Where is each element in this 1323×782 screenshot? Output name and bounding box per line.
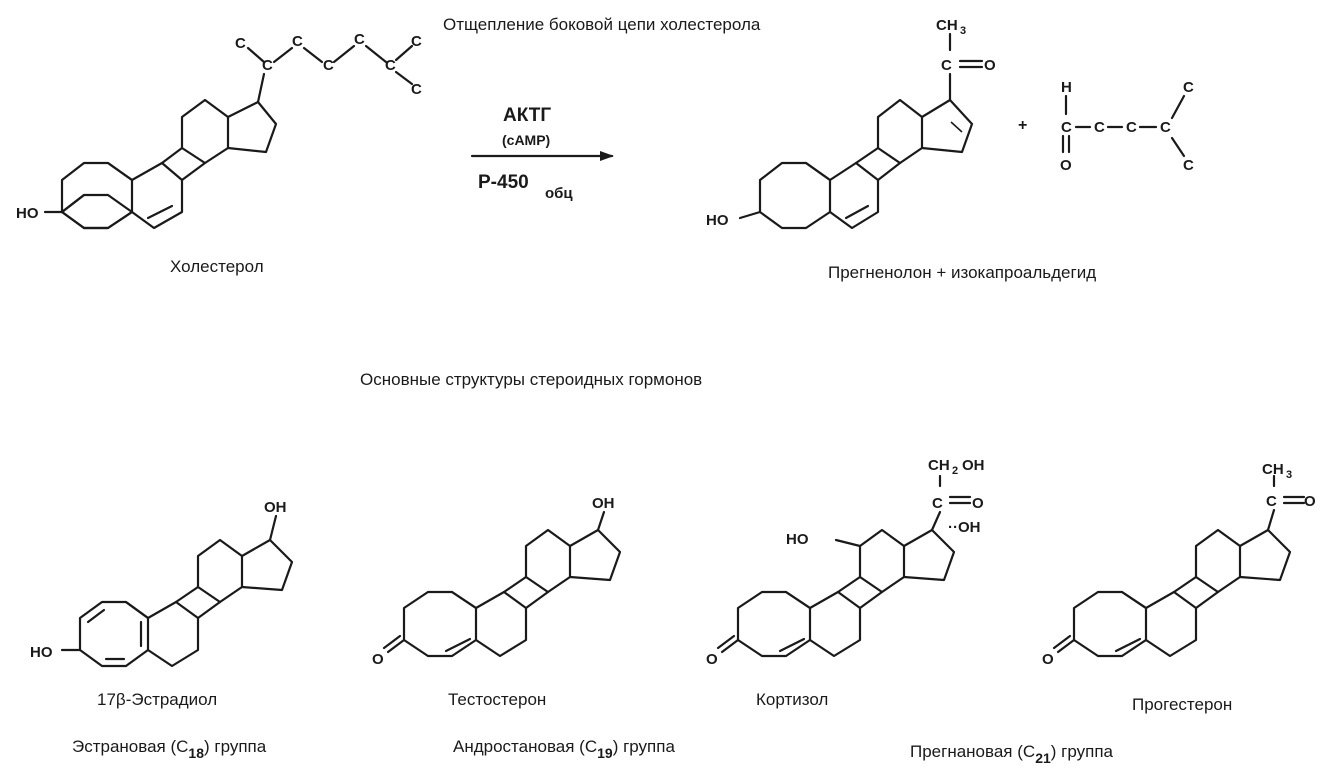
group-estrane: Эстрановая (C18) группа [72,737,267,761]
pregnenolone-structure: HO C O CH 3 [706,17,996,230]
atom-c: C [411,33,422,50]
group-androstane: Андростановая (C19) группа [453,737,675,761]
atom-c: C [1094,119,1105,136]
catalyst-actg: АКТГ [503,105,551,126]
group-pregnane-suffix: ) группа [1051,742,1114,761]
cortisol-ch2-sub: 2 [952,465,958,477]
reaction-arrow: АКТГ (cAMP) Р-450 обц [470,105,614,202]
group-androstane-suffix: ) группа [613,737,676,756]
cortisol-structure: O HO C O ··OH CH 2 OH [706,457,985,668]
atom-o: O [1304,493,1316,510]
atom-c: C [235,35,246,52]
testosterone-o: O [372,651,384,668]
hormone-estradiol: 17β-Эстрадиол [97,690,217,709]
atom-ch3: CH [936,17,958,34]
catalyst-camp: (cAMP) [502,132,550,148]
progesterone-ch3-sub: 3 [1286,469,1292,481]
progesterone-ch3: CH [1262,461,1284,478]
group-pregnane: Прегнановая (C21) группа [910,742,1114,766]
estradiol-structure: HO OH [30,499,294,668]
atom-c: C [1266,493,1277,510]
cortisol-alpha-oh: ··OH [948,519,981,536]
estradiol-ho: HO [30,644,53,661]
atom-c: C [262,57,273,74]
hormone-testosterone: Тестостерон [448,690,546,709]
catalyst-p450-sub: обц [545,185,573,202]
atom-c: C [411,81,422,98]
atom-c: C [941,57,952,74]
atom-c: C [385,57,396,74]
group-estrane-prefix: Эстрановая (C [72,737,188,756]
atom-ch3-sub: 3 [960,25,966,37]
progesterone-o: O [1042,651,1054,668]
cholesterol-label: Холестерол [170,257,264,276]
atom-c: C [1126,119,1137,136]
group-estrane-sub: 18 [188,745,204,761]
group-pregnane-sub: 21 [1035,750,1051,766]
plus-sign: + [1018,117,1027,134]
hormone-progesterone: Прогестерон [1132,695,1232,714]
cholesterol-structure: HO C C C C C C C C [16,31,422,230]
testosterone-oh: OH [592,495,615,512]
estradiol-oh: OH [264,499,287,516]
catalyst-p450: Р-450 [478,172,529,193]
group-androstane-prefix: Андростановая (C [453,737,597,756]
pregnenolone-ho: HO [706,212,729,229]
atom-h: H [1061,79,1072,96]
atom-c: C [1061,119,1072,136]
atom-c: C [1160,119,1171,136]
reaction-title: Отщепление боковой цепи холестерола [443,15,761,34]
atom-c: C [932,495,943,512]
group-androstane-sub: 19 [597,745,613,761]
isocaproaldehyde-structure: H C C C C O C C [1060,79,1194,174]
testosterone-structure: O OH [372,495,622,668]
atom-o: O [972,495,984,512]
cortisol-ch2oh-tail: OH [962,457,985,474]
atom-o: O [984,57,996,74]
section-title: Основные структуры стероидных гормонов [360,370,702,389]
atom-c: C [354,31,365,48]
group-pregnane-prefix: Прегнановая (C [910,742,1035,761]
atom-c: C [292,33,303,50]
cholesterol-ho: HO [16,205,39,222]
hormone-cortisol: Кортизол [756,690,828,709]
cortisol-ho: HO [786,531,809,548]
atom-o: O [1060,157,1072,174]
group-estrane-suffix: ) группа [204,737,267,756]
cortisol-o: O [706,651,718,668]
atom-c: C [1183,79,1194,96]
progesterone-structure: O C O CH 3 [1042,461,1316,668]
atom-c: C [1183,157,1194,174]
product-label: Прегненолон + изокапроальдегид [828,263,1096,282]
atom-c: C [323,57,334,74]
cortisol-ch2: CH [928,457,950,474]
